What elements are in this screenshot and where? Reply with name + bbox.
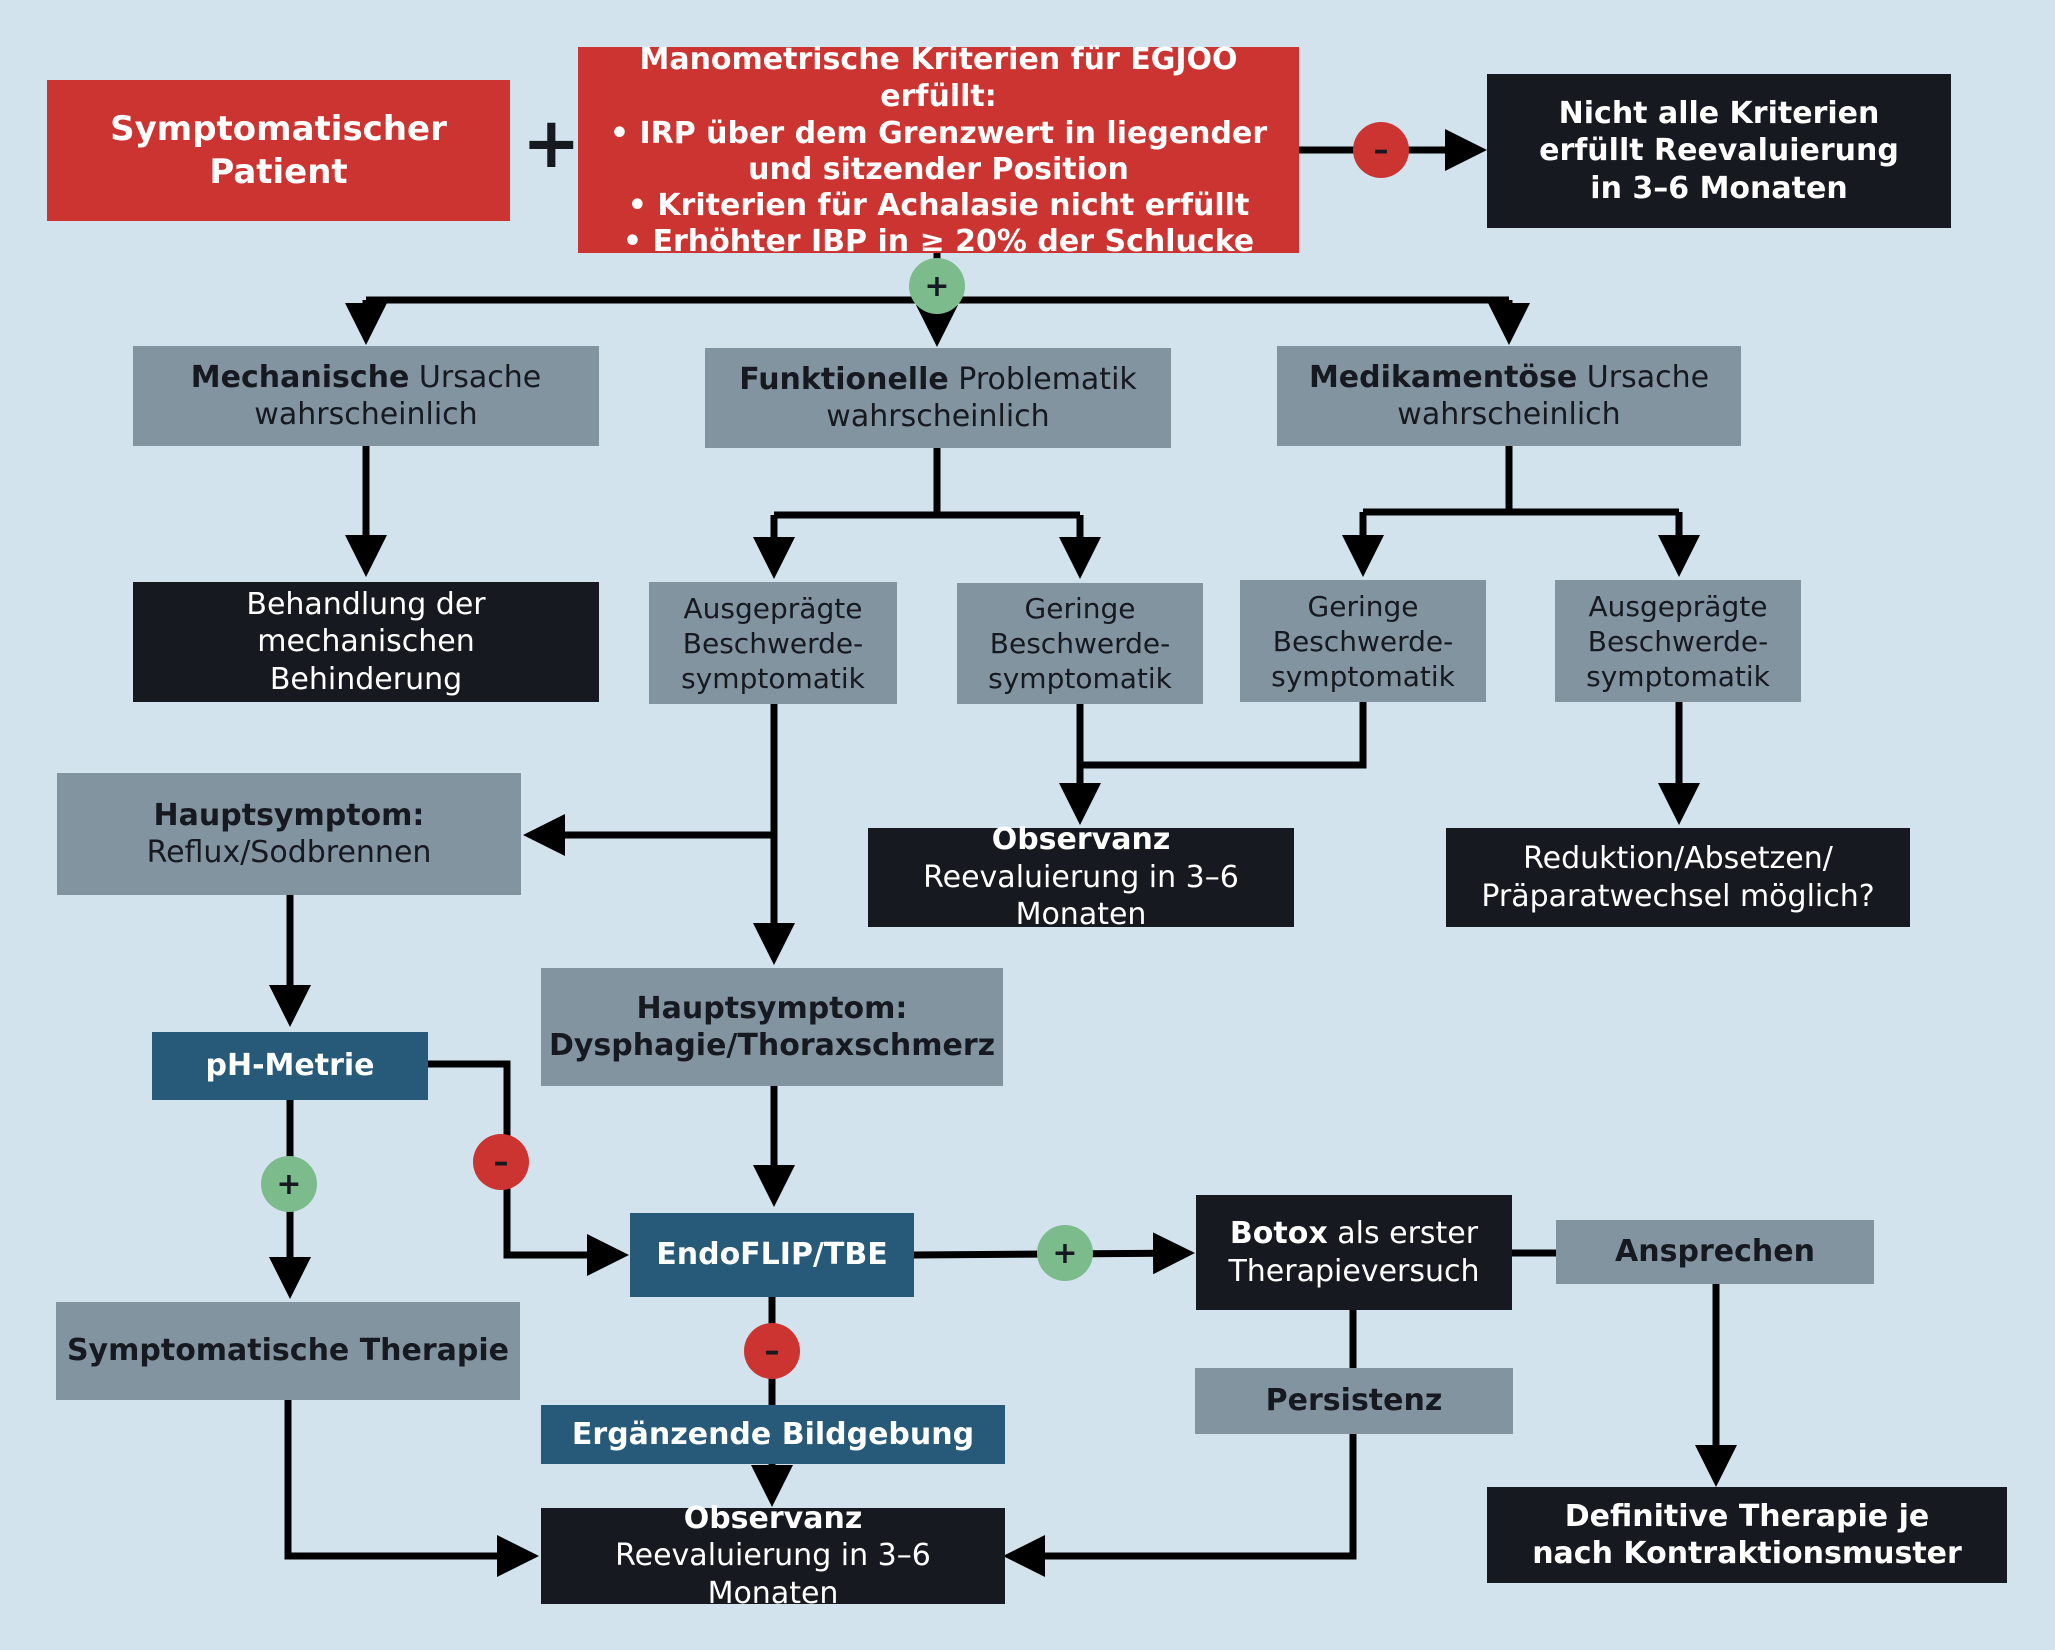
medication-mild-text: Geringe Beschwerde-symptomatik bbox=[1271, 589, 1455, 693]
imaging-box: Ergänzende Bildgebung bbox=[541, 1405, 1005, 1464]
criteria-not-met-box: Nicht alle Kriterien erfüllt Reevaluieru… bbox=[1487, 74, 1951, 228]
reduction-text: Reduktion/Absetzen/ Präparatwechsel mögl… bbox=[1481, 841, 1875, 914]
observance-bottom-title: Observanz bbox=[683, 1500, 863, 1536]
observance-top-title: Observanz bbox=[991, 822, 1171, 858]
ph-metrie-box: pH-Metrie bbox=[152, 1032, 428, 1100]
functional-cause-line2: wahrscheinlich bbox=[826, 399, 1050, 434]
definitive-therapy-text: Definitive Therapie je nach Kontraktions… bbox=[1532, 1498, 1962, 1572]
observance-bottom-box: Observanz Reevaluierung in 3–6 Monaten bbox=[541, 1501, 1005, 1611]
botox-bold: Botox bbox=[1229, 1216, 1328, 1251]
reflux-box: Hauptsymptom: Reflux/Sodbrennen bbox=[57, 773, 521, 895]
symptomatic-patient-box: Symptomatischer Patient bbox=[47, 80, 510, 221]
mechanical-cause-rest: Ursache bbox=[409, 359, 542, 395]
functional-cause-rest: Problematik bbox=[948, 361, 1137, 397]
positive-marker-criteria: + bbox=[909, 258, 965, 314]
persistence-text: Persistenz bbox=[1265, 1383, 1443, 1419]
medication-severe-text: Ausgeprägte Beschwerde-symptomatik bbox=[1586, 589, 1770, 693]
botox-box: Botox als erster Therapieversuch bbox=[1196, 1195, 1512, 1310]
connector-persistence-observance bbox=[1003, 1434, 1357, 1577]
functional-cause-box: Funktionelle Problematik wahrscheinlich bbox=[705, 348, 1171, 448]
dysphagia-box: Hauptsymptom: Dysphagie/Thoraxschmerz bbox=[541, 968, 1003, 1086]
functional-cause-line1: Funktionelle Problematik bbox=[739, 361, 1137, 399]
dysphagia-title: Hauptsymptom: bbox=[636, 990, 908, 1026]
positive-marker-ph: + bbox=[261, 1156, 317, 1212]
botox-rest: als erster bbox=[1327, 1216, 1479, 1251]
persistence-box: Persistenz bbox=[1195, 1368, 1513, 1434]
observance-bottom-text: Reevaluierung in 3–6 Monaten bbox=[615, 1538, 931, 1611]
plus-sign: + bbox=[522, 102, 581, 184]
medication-cause-box: Medikamentöse Ursache wahrscheinlich bbox=[1277, 346, 1741, 446]
medication-cause-rest: Ursache bbox=[1577, 359, 1710, 395]
reduction-box: Reduktion/Absetzen/ Präparatwechsel mögl… bbox=[1446, 828, 1910, 927]
positive-marker-endoflip: + bbox=[1037, 1225, 1093, 1281]
connector-med-mild-join bbox=[1080, 702, 1367, 769]
botox-line1: Botox als erster bbox=[1230, 1215, 1478, 1253]
criteria-title: Manometrische Kriterien für EGJOO erfüll… bbox=[639, 41, 1238, 115]
negative-marker-ph: – bbox=[473, 1134, 529, 1190]
medication-cause-line1: Medikamentöse Ursache bbox=[1309, 359, 1709, 397]
symptomatic-therapy-text: Symptomatische Therapie bbox=[66, 1333, 510, 1369]
mechanical-cause-line1: Mechanische Ursache bbox=[191, 359, 541, 397]
dysphagia-text: Dysphagie/Thoraxschmerz bbox=[548, 1028, 996, 1063]
criteria-item-3: Erhöhter IBP in ≥ 20% der Schlucke bbox=[608, 224, 1269, 260]
criteria-box: Manometrische Kriterien für EGJOO erfüll… bbox=[578, 42, 1299, 259]
criteria-item-1: IRP über dem Grenzwert in liegender und … bbox=[608, 116, 1269, 188]
mechanical-cause-box: Mechanische Ursache wahrscheinlich bbox=[133, 346, 599, 446]
medication-mild-box: Geringe Beschwerde-symptomatik bbox=[1240, 580, 1486, 702]
endoflip-text: EndoFLIP/TBE bbox=[656, 1237, 888, 1273]
criteria-item-2: Kriterien für Achalasie nicht erfüllt bbox=[608, 188, 1269, 224]
medication-cause-bold: Medikamentöse bbox=[1308, 359, 1578, 395]
mechanical-cause-bold: Mechanische bbox=[190, 359, 410, 395]
response-box: Ansprechen bbox=[1556, 1220, 1874, 1284]
response-text: Ansprechen bbox=[1615, 1234, 1815, 1270]
botox-line2: Therapieversuch bbox=[1228, 1253, 1480, 1289]
criteria-list: IRP über dem Grenzwert in liegender und … bbox=[608, 116, 1269, 260]
reflux-text: Reflux/Sodbrennen bbox=[146, 835, 432, 870]
functional-cause-bold: Funktionelle bbox=[739, 361, 949, 397]
mechanical-treatment-text: Behandlung der mechanischen Behinderung bbox=[246, 586, 486, 697]
mechanical-treatment-box: Behandlung der mechanischen Behinderung bbox=[133, 582, 599, 702]
functional-mild-box: Geringe Beschwerde-symptomatik bbox=[957, 583, 1203, 704]
criteria-not-met-text: Nicht alle Kriterien erfüllt Reevaluieru… bbox=[1539, 95, 1899, 206]
connector-symptomatic-observance bbox=[284, 1400, 539, 1577]
functional-mild-text: Geringe Beschwerde-symptomatik bbox=[988, 592, 1172, 695]
medication-severe-box: Ausgeprägte Beschwerde-symptomatik bbox=[1555, 580, 1801, 702]
imaging-text: Ergänzende Bildgebung bbox=[571, 1416, 975, 1452]
reflux-title: Hauptsymptom: bbox=[153, 797, 425, 833]
medication-cause-line2: wahrscheinlich bbox=[1397, 397, 1621, 432]
functional-severe-text: Ausgeprägte Beschwerde-symptomatik bbox=[681, 591, 865, 695]
functional-severe-box: Ausgeprägte Beschwerde-symptomatik bbox=[649, 582, 897, 704]
negative-marker-endoflip: – bbox=[744, 1323, 800, 1379]
observance-top-box: Observanz Reevaluierung in 3–6 Monaten bbox=[868, 822, 1294, 932]
endoflip-box: EndoFLIP/TBE bbox=[630, 1213, 914, 1297]
ph-metrie-text: pH-Metrie bbox=[205, 1048, 375, 1084]
symptomatic-patient-text: Symptomatischer Patient bbox=[110, 109, 447, 192]
observance-top-text: Reevaluierung in 3–6 Monaten bbox=[923, 859, 1239, 933]
negative-marker-criteria: – bbox=[1353, 122, 1409, 178]
mechanical-cause-line2: wahrscheinlich bbox=[254, 397, 478, 432]
definitive-therapy-box: Definitive Therapie je nach Kontraktions… bbox=[1487, 1487, 2007, 1583]
symptomatic-therapy-box: Symptomatische Therapie bbox=[56, 1302, 520, 1400]
